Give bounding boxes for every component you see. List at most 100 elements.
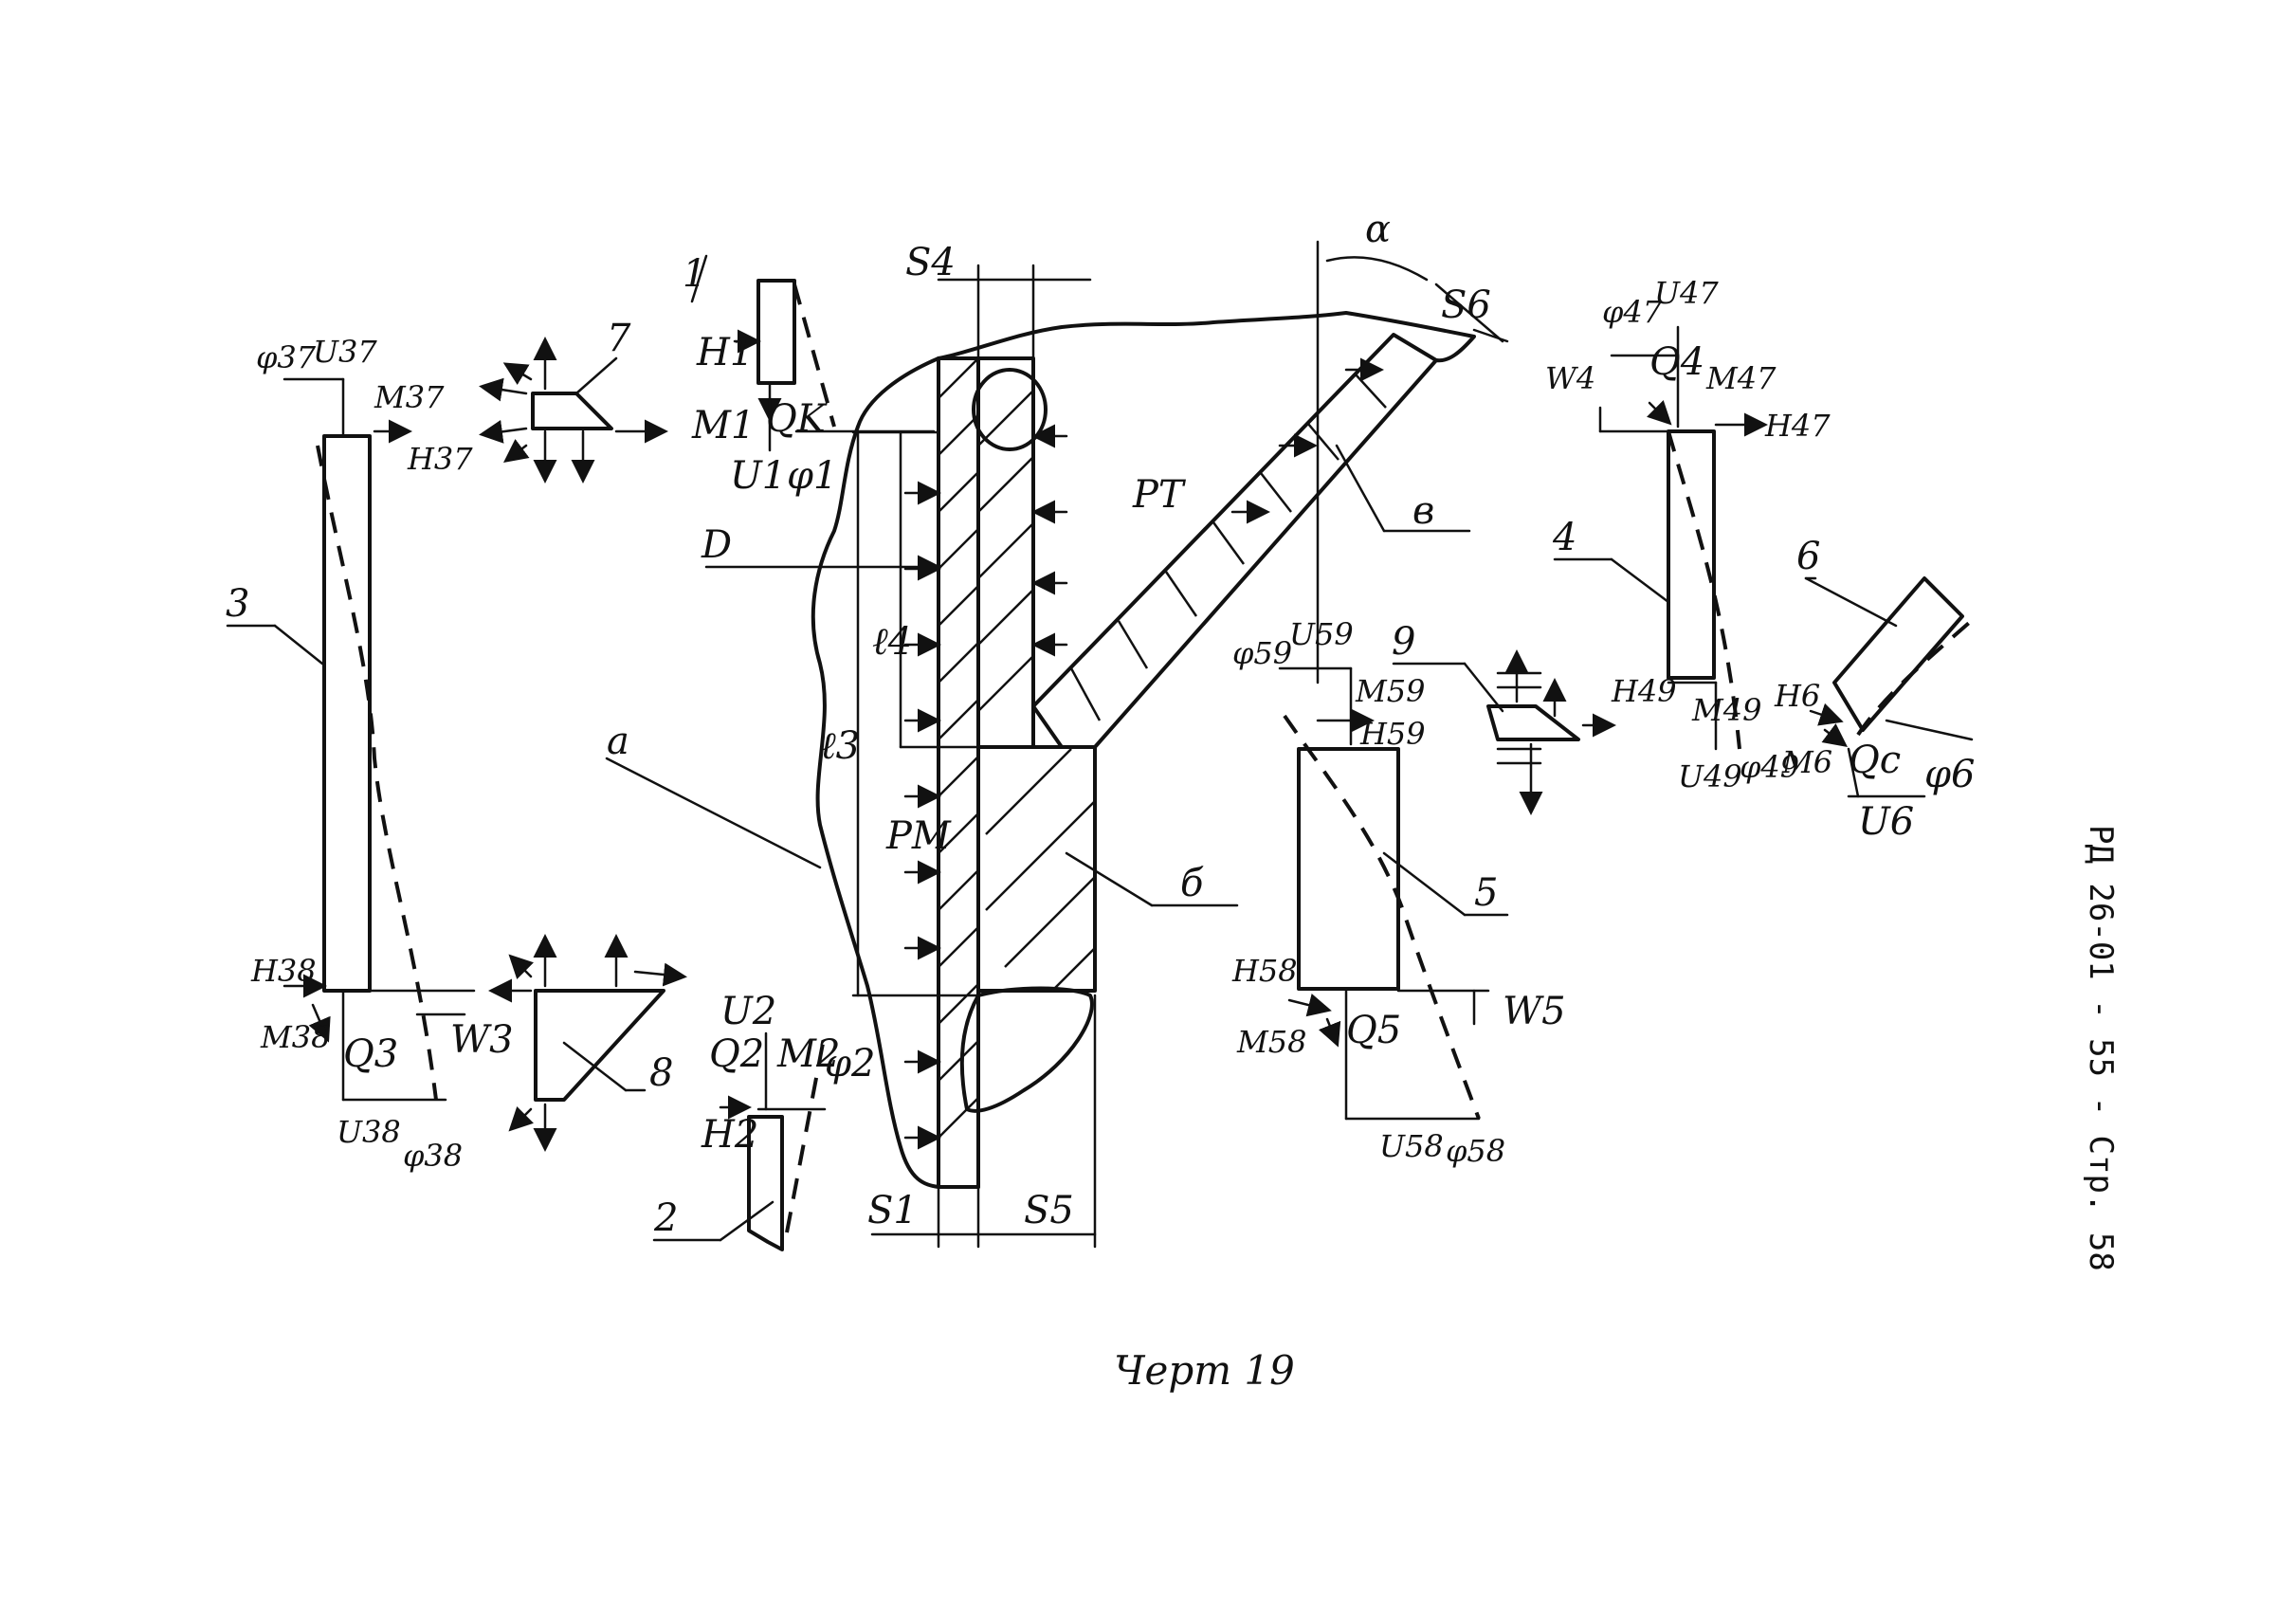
svg-text:7: 7 [607, 317, 631, 360]
svg-text:H1: H1 [696, 331, 754, 374]
plate-v [1031, 333, 1438, 749]
svg-text:QK: QK [766, 397, 828, 441]
label-d: D [701, 523, 732, 567]
leader-b [1065, 851, 1154, 907]
svg-text:2: 2 [653, 1196, 678, 1240]
leader-1 [690, 254, 708, 303]
svg-text:M59: M59 [1355, 673, 1425, 709]
element-6: 6 H6 M6 Qc φ6 U6 [1774, 535, 1978, 844]
svg-text:U47: U47 [1654, 275, 1719, 311]
svg-text:U37: U37 [313, 334, 377, 370]
label-v: в [1412, 489, 1434, 533]
svg-text:Q4: Q4 [1649, 340, 1704, 384]
element-2: U2 Q2 M2 φ2 H2 2 [652, 990, 875, 1251]
svg-text:M38: M38 [260, 1019, 330, 1055]
label-s4: S4 [905, 241, 956, 284]
break-outline-left [811, 356, 940, 1189]
break-outline [937, 311, 1476, 363]
svg-text:Qc: Qc [1849, 739, 1901, 782]
svg-text:H38: H38 [250, 953, 317, 989]
svg-text:H47: H47 [1764, 408, 1831, 444]
label-pt: PT [1132, 473, 1187, 517]
svg-text:U2: U2 [720, 990, 776, 1033]
side-stamp: РД 26-01 - 55 - Стр. 58 [2082, 825, 2120, 1271]
label-s1: S1 [867, 1189, 918, 1232]
label-l4: ℓ4 [872, 620, 912, 664]
svg-text:M37: M37 [374, 379, 445, 415]
svg-text:φ6: φ6 [1924, 753, 1975, 796]
svg-text:M58: M58 [1236, 1024, 1306, 1060]
svg-text:φ47: φ47 [1602, 294, 1663, 330]
leader-a [605, 757, 822, 869]
svg-text:W4: W4 [1545, 360, 1595, 396]
s6-line-2 [1472, 328, 1509, 343]
plate-a [937, 356, 980, 1189]
alpha-arc [1325, 256, 1429, 282]
svg-text:M6: M6 [1781, 744, 1832, 780]
svg-text:H2: H2 [701, 1113, 758, 1157]
s6-line [1434, 283, 1504, 343]
svg-text:Q2: Q2 [709, 1032, 764, 1076]
figure-caption: Черт 19 [1114, 1347, 1295, 1394]
svg-text:U38: U38 [337, 1114, 401, 1150]
pressure-right-arrows [1031, 424, 1068, 657]
svg-text:H59: H59 [1359, 716, 1426, 752]
svg-text:U58: U58 [1379, 1128, 1444, 1164]
svg-text:5: 5 [1474, 871, 1498, 915]
plate-a-hatch [938, 357, 979, 1139]
label-b: б [1180, 862, 1204, 905]
svg-text:6: 6 [1796, 535, 1820, 578]
label-l3: ℓ3 [820, 724, 860, 768]
label-a: a [607, 720, 629, 763]
svg-text:φ58: φ58 [1446, 1133, 1505, 1169]
svg-text:φ49: φ49 [1740, 749, 1799, 785]
svg-text:φ2: φ2 [825, 1042, 875, 1086]
svg-text:H37: H37 [407, 441, 473, 477]
plate-b-hatch [985, 748, 1096, 992]
svg-text:M1: M1 [691, 404, 755, 447]
svg-text:Q5: Q5 [1346, 1009, 1401, 1052]
element-7: 7 [479, 317, 668, 484]
label-s5: S5 [1024, 1189, 1074, 1232]
svg-text:U6: U6 [1858, 800, 1914, 844]
svg-text:3: 3 [226, 582, 249, 626]
pressure-pt-arrows [1230, 357, 1384, 524]
svg-text:U59: U59 [1289, 616, 1354, 652]
svg-text:M2: M2 [776, 1032, 840, 1076]
svg-text:φ59: φ59 [1232, 635, 1292, 671]
central-joint: S4 D a PM ℓ3 ℓ4 б PT в α S6 S1 S5 [605, 208, 1509, 1249]
svg-text:9: 9 [1392, 620, 1415, 664]
svg-text:W5: W5 [1503, 990, 1566, 1033]
svg-text:4: 4 [1552, 516, 1576, 559]
svg-text:W3: W3 [450, 1018, 514, 1062]
plate-upper-hatch [977, 390, 1034, 712]
element-1: 1 H1 M1 QK U1 φ1 [683, 252, 936, 498]
svg-text:1: 1 [683, 252, 706, 296]
svg-text:φ38: φ38 [403, 1138, 463, 1174]
weld-bead-bottom [959, 986, 1094, 1113]
svg-text:φ37: φ37 [256, 339, 317, 375]
svg-text:M47: M47 [1705, 360, 1777, 396]
leader-v [1335, 444, 1386, 533]
svg-text:H49: H49 [1611, 673, 1677, 709]
svg-text:U49: U49 [1678, 758, 1742, 794]
element-3: 3 φ37 U37 M37 H37 H38 M38 Q3 W3 U38 φ38 [226, 334, 514, 1174]
svg-text:Q3: Q3 [343, 1032, 398, 1076]
svg-text:H58: H58 [1231, 953, 1298, 989]
element-8: 8 [488, 934, 687, 1152]
svg-text:8: 8 [649, 1051, 673, 1095]
svg-text:РД 26-01 - 55 - Стр. 58: РД 26-01 - 55 - Стр. 58 [2082, 825, 2120, 1271]
svg-text:H6: H6 [1774, 678, 1820, 714]
label-alpha: α [1365, 208, 1391, 251]
weld-bead-top [972, 368, 1048, 451]
element-5: 5 φ59 U59 M59 H59 H58 M58 Q5 W5 U58 φ58 [1231, 616, 1566, 1169]
label-pm: PM [885, 814, 952, 858]
element-4: 4 φ47 U47 W4 Q4 M47 H47 H49 M49 U49 φ49 [1545, 275, 1831, 794]
element-9: 9 [1392, 620, 1616, 815]
label-s6: S6 [1441, 283, 1491, 327]
svg-text:U1: U1 [730, 454, 786, 498]
svg-text:M49: M49 [1691, 692, 1761, 728]
svg-text:φ1: φ1 [787, 454, 837, 498]
